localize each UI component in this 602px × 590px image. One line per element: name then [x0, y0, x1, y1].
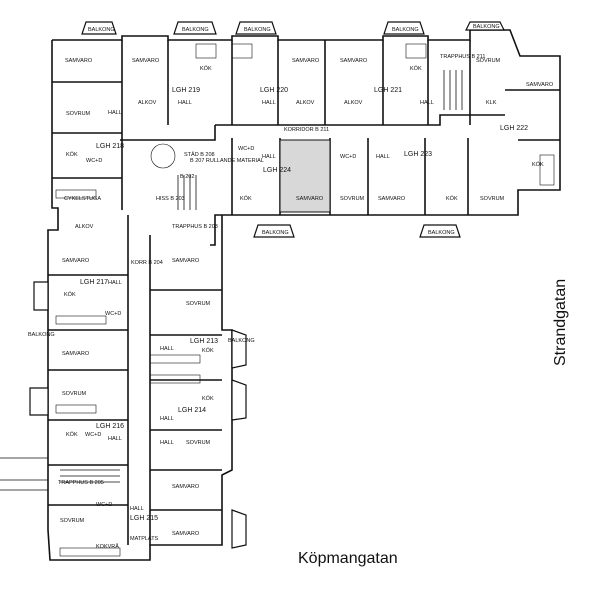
room-samvaro-6: SAMVARO: [296, 196, 324, 202]
room-hall-7: HALL: [108, 280, 122, 286]
street-label-strandgatan: Strandgatan: [552, 278, 569, 366]
room-sovrum-6: SOVRUM: [62, 391, 87, 397]
street-label-kopmangatan: Köpmangatan: [298, 550, 398, 567]
room-alkov-1: ALKOV: [138, 100, 157, 106]
room-wc-5: WC+D: [85, 432, 101, 438]
rolling-material-label: B 207 RULLANDE MATERIAL: [190, 158, 264, 164]
room-kok-5: KÖK: [446, 195, 458, 202]
room-kok-7: KÖK: [64, 291, 76, 298]
corridor-label: KORRIDOR B 211: [284, 127, 329, 133]
room-wc-3: WC+D: [340, 154, 356, 160]
stairs: [0, 70, 463, 491]
room-wc-2: WC+D: [238, 146, 254, 152]
room-hall-9: HALL: [160, 416, 174, 422]
balcony-label-3: BALKONG: [244, 27, 271, 33]
room-wc-1: WC+D: [86, 158, 102, 164]
room-sovrum-8: SOVRUM: [60, 518, 85, 524]
balcony-label-9: BALKONG: [228, 338, 255, 344]
room-sovrum-1: SOVRUM: [66, 111, 91, 117]
room-kok-6: KÖK: [532, 161, 544, 168]
room-hall-6: HALL: [376, 154, 390, 160]
apartment-label-222: LGH 222: [500, 125, 528, 132]
room-sovrum-2: SOVRUM: [476, 58, 501, 64]
apartment-label-214: LGH 214: [178, 407, 206, 414]
room-samvaro-7: SAMVARO: [378, 196, 406, 202]
stairwell-205-label: TRAPPHUS B 205: [58, 480, 104, 486]
korr-label: KORR B 204: [131, 260, 163, 266]
apartment-label-223: LGH 223: [404, 151, 432, 158]
apartment-label-217: LGH 217: [80, 279, 108, 286]
apartment-label-216: LGH 216: [96, 423, 124, 430]
room-kok-3: KÖK: [410, 65, 422, 72]
room-sovrum-5: SOVRUM: [186, 301, 211, 307]
balcony-label-6: BALKONG: [262, 230, 289, 236]
balcony-label-8: BALKONG: [28, 332, 55, 338]
apartment-label-220: LGH 220: [260, 87, 288, 94]
room-kok-10: KÖK: [66, 431, 78, 438]
stairwell-203-label: TRAPPHUS B 203: [172, 224, 218, 230]
room-samvaro-2: SAMVARO: [132, 58, 160, 64]
room-samvaro-12: SAMVARO: [172, 531, 200, 537]
room-hall-10: HALL: [108, 436, 122, 442]
room-hall-1: HALL: [108, 110, 122, 116]
wall-lines: [47, 29, 561, 561]
room-samvaro-9: SAMVARO: [172, 258, 200, 264]
apartment-label-221: LGH 221: [374, 87, 402, 94]
balcony-label-5: BALKONG: [473, 24, 500, 30]
room-wc-4: WC+D: [105, 311, 121, 317]
dining-area-label: MATPLATS: [130, 536, 159, 542]
kitchenette-label: KOKVRÅ: [96, 543, 119, 550]
room-hall-4: HALL: [262, 154, 276, 160]
balcony-label-2: BALKONG: [182, 27, 209, 33]
room-samvaro-11: SAMVARO: [172, 484, 200, 490]
room-hall-12: HALL: [130, 506, 144, 512]
elevator-label: HISS B 203: [156, 196, 185, 202]
apartment-label-213: LGH 213: [190, 338, 218, 345]
room-kok-8: KÖK: [202, 347, 214, 354]
room-alkov-2: ALKOV: [296, 100, 315, 106]
room-hall-2: HALL: [178, 100, 192, 106]
room-wc-6: WC+D: [96, 502, 112, 508]
room-samvaro-1: SAMVARO: [65, 58, 93, 64]
room-samvaro-5: SAMVARO: [526, 82, 554, 88]
balcony-label-7: BALKONG: [428, 230, 455, 236]
room-samvaro-10: SAMVARO: [62, 351, 90, 357]
room-kok-2: KÖK: [200, 65, 212, 72]
apartment-label-215: LGH 215: [130, 515, 158, 522]
common-space-labels: KORRIDOR B 211 TRAPPHUS B 211 TRAPPHUS B…: [58, 54, 485, 550]
highlighted-apartment: [279, 139, 331, 213]
room-samvaro-3: SAMVARO: [292, 58, 320, 64]
room-hall-3: HALL: [262, 100, 276, 106]
room-hall-11: HALL: [160, 440, 174, 446]
room-kok-4: KÖK: [240, 195, 252, 202]
bike-room-label: CYKELSTUGA: [64, 196, 101, 202]
room-samvaro-4: SAMVARO: [340, 58, 368, 64]
room-klk: KLK: [486, 100, 497, 106]
apartment-label-218: LGH 218: [96, 143, 124, 150]
room-hall-8: HALL: [160, 346, 174, 352]
room-kok-9: KÖK: [202, 395, 214, 402]
apartment-labels: LGH 213 LGH 214 LGH 215 LGH 216 LGH 217 …: [80, 87, 528, 522]
room-hall-5: HALL: [420, 100, 434, 106]
balcony-label-4: BALKONG: [392, 27, 419, 33]
room-sovrum-3: SOVRUM: [340, 196, 365, 202]
balcony-label-1: BALKONG: [88, 27, 115, 33]
room-sovrum-4: SOVRUM: [480, 196, 505, 202]
balconies: [29, 21, 505, 549]
room-samvaro-8: SAMVARO: [62, 258, 90, 264]
room-kok-1: KÖK: [66, 151, 78, 158]
apartment-label-224: LGH 224: [263, 167, 291, 174]
room-b202-label: B 202: [180, 174, 194, 180]
room-sovrum-7: SOVRUM: [186, 440, 211, 446]
stairwell-211-label: TRAPPHUS B 211: [440, 54, 485, 60]
fixtures: [55, 43, 555, 557]
room-labels: SAMVARO SAMVARO SAMVARO SAMVARO SAMVARO …: [28, 24, 554, 537]
cleaning-room-label: STÄD B 208: [184, 151, 215, 158]
room-alkov-3: ALKOV: [344, 100, 363, 106]
apartment-label-219: LGH 219: [172, 87, 200, 94]
room-alkov-4: ALKOV: [75, 224, 94, 230]
